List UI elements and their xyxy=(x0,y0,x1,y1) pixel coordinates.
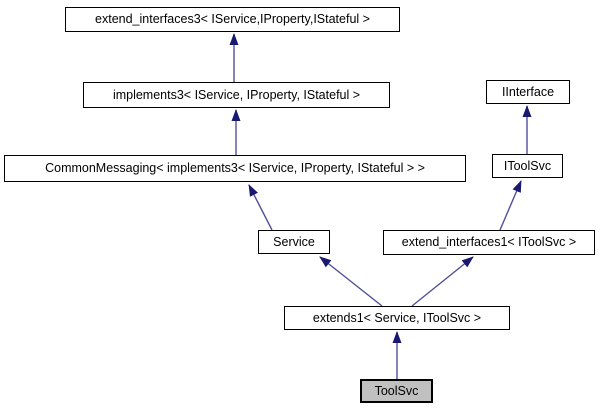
class-node-extends1[interactable]: extends1< Service, IToolSvc > xyxy=(284,306,510,330)
arrow-extends1-to-service xyxy=(319,256,383,307)
class-node-implements3[interactable]: implements3< IService, IProperty, IState… xyxy=(83,82,390,108)
class-node-iinterface[interactable]: IInterface xyxy=(486,80,570,104)
arrow-extend-interfaces1-to-itoolsvc xyxy=(499,180,522,231)
arrow-extends1-to-extend-interfaces1 xyxy=(411,256,474,307)
class-node-extend-interfaces1[interactable]: extend_interfaces1< IToolSvc > xyxy=(383,230,595,255)
class-node-commonmessaging[interactable]: CommonMessaging< implements3< IService, … xyxy=(4,155,466,182)
class-node-toolsvc-current: ToolSvc xyxy=(360,379,433,403)
class-node-service[interactable]: Service xyxy=(258,230,330,254)
arrow-service-to-commonmessaging xyxy=(248,184,273,231)
class-node-itoolsvc[interactable]: IToolSvc xyxy=(492,154,563,178)
class-node-extend-interfaces3[interactable]: extend_interfaces3< IService,IProperty,I… xyxy=(65,7,400,32)
